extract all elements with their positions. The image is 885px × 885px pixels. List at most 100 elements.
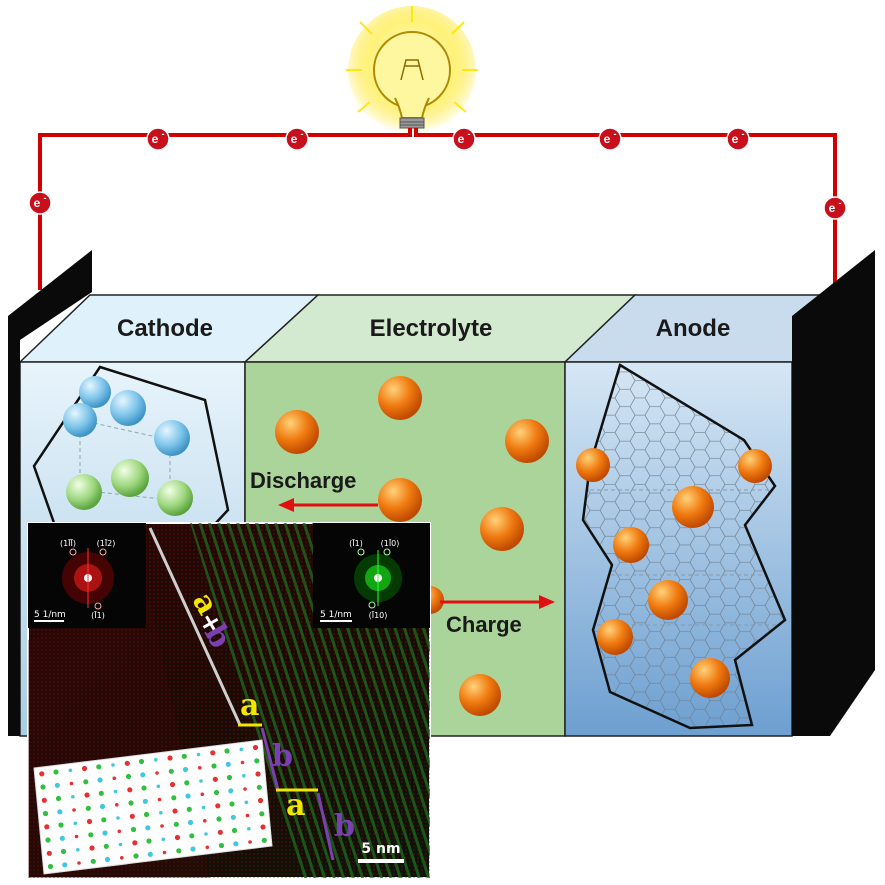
electron: e - [28,191,52,215]
atom [113,789,118,794]
atom [129,813,135,819]
atom [116,816,120,820]
atom [256,784,262,790]
svg-text:-: - [162,129,165,139]
atom [203,819,207,823]
cathode-plate [8,250,92,736]
atom [69,781,74,786]
electron: e - [823,196,847,220]
svg-text:e: e [152,132,159,146]
atom [261,837,267,843]
atom [211,763,217,769]
atom [169,781,176,788]
atom [181,753,187,759]
atom [210,750,216,756]
atom [115,803,119,807]
atom [101,817,107,823]
anode-label: Anode [656,315,731,342]
atom [53,769,59,775]
atom [143,811,150,818]
atom [217,829,223,835]
atom [233,841,239,847]
electron: e - [285,127,309,151]
atom [103,843,109,849]
atom [226,774,233,781]
atom [161,837,166,842]
ion [378,478,422,522]
marker-a-2: a [286,788,305,823]
svg-text:-: - [839,198,842,208]
atom [73,821,78,826]
atom [189,833,195,839]
ion [480,507,524,551]
atom [71,795,75,799]
atom [218,842,225,849]
atom [260,824,266,830]
atom [167,755,173,761]
atom [85,805,91,811]
electron: e - [146,127,170,151]
charge-arrow-icon [440,595,555,609]
atom [86,818,93,825]
svg-text:(Ī1): (Ī1) [349,538,363,548]
ion [459,674,501,716]
atom [57,809,63,815]
atom [200,792,205,797]
circuit-wire [38,128,837,290]
svg-text:(Ī10): (Ī10) [369,610,388,620]
atom [102,830,108,836]
atom [185,793,191,799]
svg-text:e: e [732,132,739,146]
svg-text:(Ī1): (Ī1) [91,610,105,620]
atom [96,764,102,770]
atom [216,816,222,822]
atom [39,771,45,777]
svg-text:(1Ī0): (1Ī0) [381,538,400,548]
svg-text:(1Ī2): (1Ī2) [97,538,116,548]
svg-text:-: - [614,129,617,139]
anode-graphite [576,363,787,730]
atom [225,761,231,767]
atom [81,765,88,772]
ion [597,619,633,655]
ion [378,376,422,420]
atom [128,800,134,806]
atom [198,766,202,770]
atom [42,810,49,817]
atom [213,789,220,796]
atom [72,808,76,812]
atom [229,801,235,807]
atom [127,787,133,793]
atom [132,840,138,846]
electrons: e - e - e - e - e - e - e [28,127,847,220]
atom [104,856,111,863]
svg-text:-: - [44,193,47,203]
atom [196,752,201,757]
charge-label: Charge [446,612,522,637]
ion [275,410,319,454]
atom [76,848,80,852]
atom [84,792,90,798]
atom [186,806,192,812]
atom [182,766,189,773]
fft-left-scale: 5 1/nm [34,610,66,620]
atom [145,825,151,831]
atom [90,858,96,864]
atom [74,834,79,839]
atom [156,784,161,789]
atom [252,744,259,751]
atom [199,779,203,783]
atom [212,776,218,782]
svg-text:(1ĪĪ): (1ĪĪ) [60,538,76,548]
atom [168,768,174,774]
tem-inset: (1ĪĪ) (1Ī2) (Ī1) 5 1/nm (Ī1) (1Ī0) (Ī10)… [27,522,431,879]
svg-text:-: - [468,129,471,139]
svg-text:-: - [301,129,304,139]
svg-text:e: e [291,132,298,146]
svg-text:e: e [604,132,611,146]
fft-pattern-left: (1ĪĪ) (1Ī2) (Ī1) 5 1/nm [28,523,146,628]
atom [112,776,117,781]
electron: e - [598,127,622,151]
atom [190,846,196,852]
